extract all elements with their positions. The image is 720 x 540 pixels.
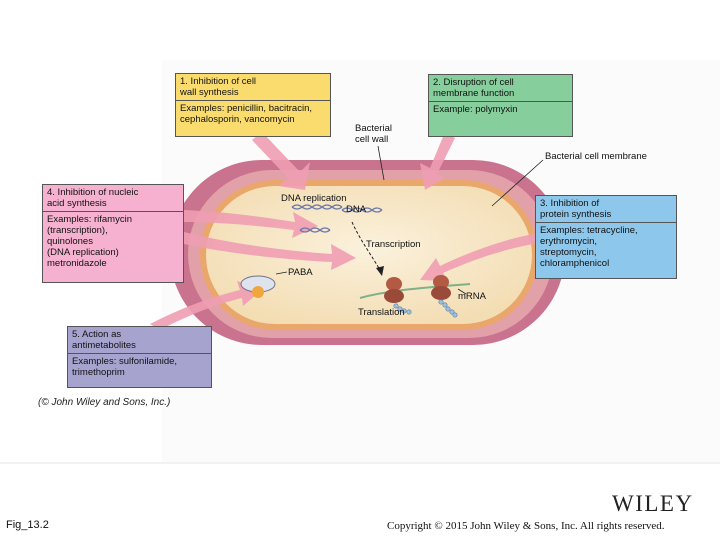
polypeptide-chain	[393, 299, 458, 318]
arrow-membrane	[420, 132, 455, 190]
label-bacterial-cell-wall: Bacterial cell wall	[355, 123, 392, 145]
box-membrane-heading: 2. Disruption of cell membrane function	[429, 75, 572, 102]
paba-enzyme	[240, 275, 276, 298]
box-protein-heading: 3. Inhibition of protein synthesis	[536, 196, 676, 223]
box-cell-wall-examples: Examples: penicillin, bacitracin, cephal…	[180, 103, 313, 125]
wiley-logo: WILEY	[612, 491, 694, 516]
ribosome-left	[384, 277, 404, 303]
arrow-protein	[420, 233, 540, 281]
label-dna-replication: DNA replication	[281, 193, 347, 204]
box-cell-wall-heading: 1. Inhibition of cell wall synthesis	[176, 74, 330, 101]
box-nucleic-acid-synthesis: 4. Inhibition of nucleic acid synthesis …	[42, 184, 184, 283]
label-dna: DNA	[346, 204, 367, 215]
image-credit: (© John Wiley and Sons, Inc.)	[38, 397, 171, 408]
dna-helix	[291, 204, 383, 233]
arrow-nucleic-dna	[184, 210, 318, 238]
label-transcription: Transcription	[366, 239, 421, 250]
copyright-notice: Copyright © 2015 John Wiley & Sons, Inc.…	[387, 520, 665, 532]
figure-number: Fig_13.2	[6, 519, 49, 531]
label-bacterial-cell-membrane: Bacterial cell membrane	[545, 151, 647, 162]
membrane-leader-line	[491, 159, 544, 207]
box-membrane-examples: Example: polymyxin	[433, 104, 518, 115]
transcription-arrow	[351, 221, 381, 271]
arrow-cell-wall	[252, 132, 310, 190]
label-paba: PABA	[288, 267, 313, 278]
mrna-leader-line	[457, 288, 467, 295]
mrna-strand	[359, 283, 471, 299]
transcription-arrowhead	[376, 266, 384, 276]
box-protein-examples: Examples: tetracycline, erythromycin, st…	[540, 225, 638, 269]
box-cell-wall-synthesis: 1. Inhibition of cell wall synthesis Exa…	[175, 73, 331, 137]
box-protein-synthesis: 3. Inhibition of protein synthesis Examp…	[535, 195, 677, 279]
ribosome-right	[431, 275, 451, 300]
box-nucleic-examples: Examples: rifamycin (transcription), qui…	[47, 214, 132, 269]
cytoplasm	[206, 186, 532, 324]
label-mrna: mRNA	[458, 291, 486, 302]
arrow-nucleic-transcription	[184, 232, 356, 270]
box-nucleic-heading: 4. Inhibition of nucleic acid synthesis	[43, 185, 183, 212]
box-antimetabolite-examples: Examples: sulfonilamide, trimethoprim	[72, 356, 178, 378]
arrow-antimetabolite	[150, 281, 262, 330]
label-translation: Translation	[358, 307, 405, 318]
box-antimetabolite-heading: 5. Action as antimetabolites	[68, 327, 211, 354]
box-membrane-function: 2. Disruption of cell membrane function …	[428, 74, 573, 137]
cell-wall-leader-line	[377, 145, 385, 181]
box-antimetabolites: 5. Action as antimetabolites Examples: s…	[67, 326, 212, 388]
paba-leader-line	[275, 271, 288, 275]
